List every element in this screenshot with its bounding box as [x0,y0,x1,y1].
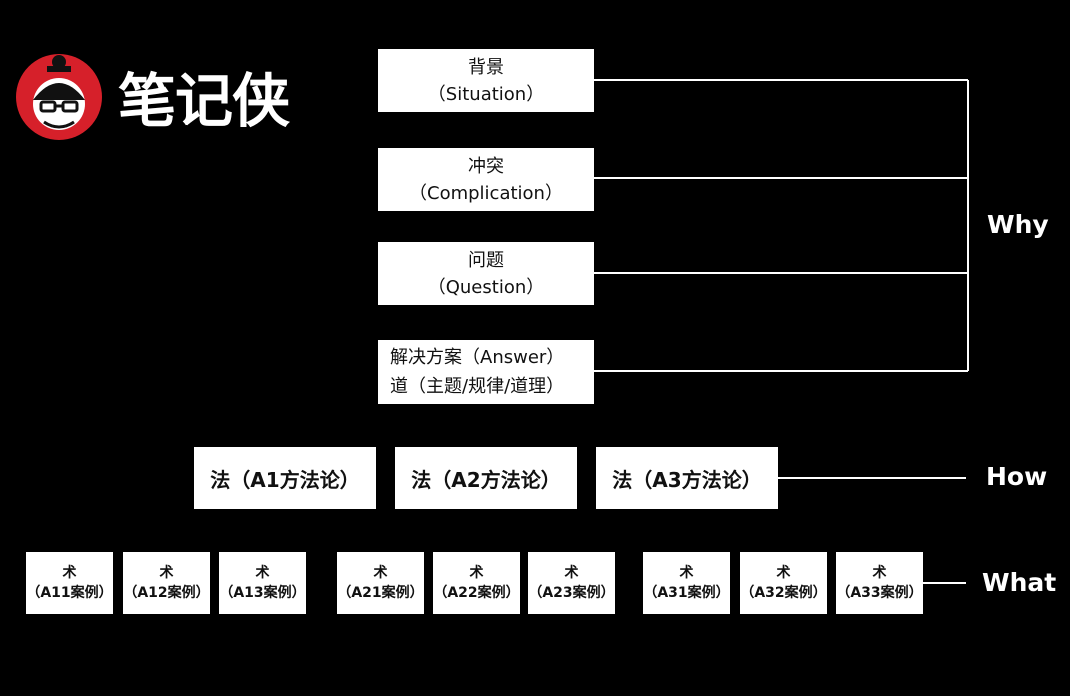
what-box-a11: 术 （A11案例） [26,552,113,614]
answer-box: 解决方案（Answer） 道（主题/规律/道理） [378,340,594,404]
what-case: （A11案例） [26,585,113,601]
how-box-a1: 法（A1方法论） [194,447,376,509]
what-case: （A12案例） [123,585,210,601]
brand-name: 笔记侠 [118,67,290,135]
what-case: （A32案例） [740,585,827,601]
what-title: 术 [872,565,887,581]
how-box-a3: 法（A3方法论） [596,447,778,509]
what-case: （A21案例） [337,585,424,601]
question-title: 问题 [468,249,504,271]
answer-title: 解决方案（Answer） [390,347,565,368]
complication-box: 冲突 （Complication） [378,148,594,211]
question-box: 问题 （Question） [378,242,594,305]
what-case: （A33案例） [836,585,923,601]
what-box-a23: 术 （A23案例） [528,552,615,614]
why-label: Why [987,210,1049,239]
how-label: How [986,462,1048,491]
what-box-a31: 术 （A31案例） [643,552,730,614]
what-case: （A23案例） [528,585,615,601]
what-case: （A31案例） [643,585,730,601]
complication-title: 冲突 [468,155,504,177]
situation-box: 背景 （Situation） [378,49,594,112]
what-box-a13: 术 （A13案例） [219,552,306,614]
what-box-a21: 术 （A21案例） [337,552,424,614]
what-title: 术 [469,565,484,581]
situation-subtitle: （Situation） [427,83,545,105]
what-box-a33: 术 （A33案例） [836,552,923,614]
ninja-logo-icon [16,54,102,140]
question-subtitle: （Question） [427,276,545,298]
what-case: （A22案例） [433,585,520,601]
what-title: 术 [159,565,174,581]
what-box-a22: 术 （A22案例） [433,552,520,614]
complication-subtitle: （Complication） [409,182,563,204]
what-title: 术 [679,565,694,581]
what-box-a32: 术 （A32案例） [740,552,827,614]
answer-subtitle: 道（主题/规律/道理） [390,376,565,397]
logo [14,52,104,142]
what-title: 术 [255,565,270,581]
what-title: 术 [564,565,579,581]
what-title: 术 [373,565,388,581]
how-box-a2: 法（A2方法论） [395,447,577,509]
what-label: What [982,568,1057,597]
what-title: 术 [776,565,791,581]
what-case: （A13案例） [219,585,306,601]
what-box-a12: 术 （A12案例） [123,552,210,614]
what-title: 术 [62,565,77,581]
situation-title: 背景 [468,56,504,78]
